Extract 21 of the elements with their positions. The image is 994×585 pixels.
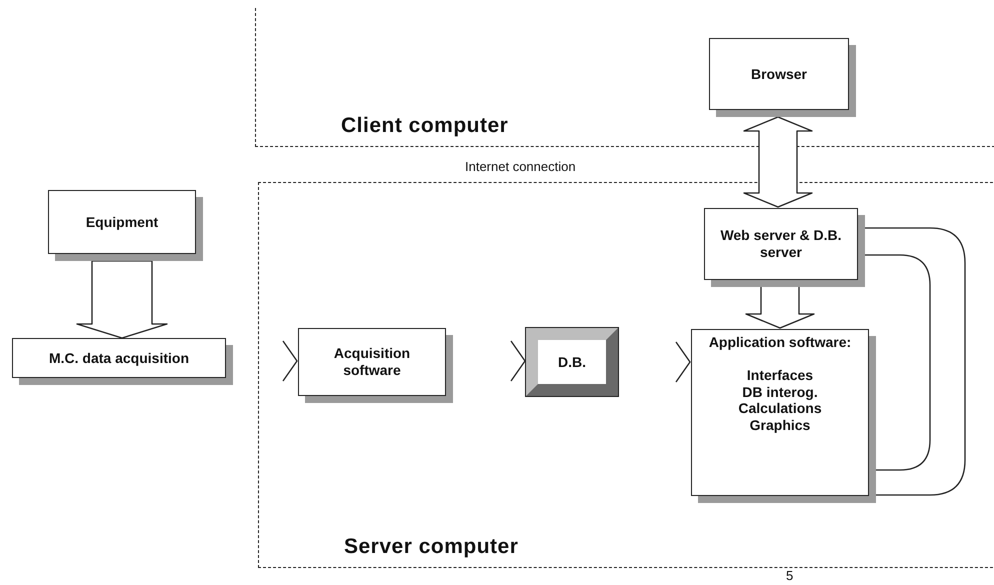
box-text: Calculations — [738, 400, 822, 418]
box-text: DB interog. — [742, 384, 818, 400]
box-text: Equipment — [86, 214, 158, 230]
hollow-arrow — [745, 285, 815, 329]
dashed-region — [255, 8, 994, 147]
box-text: D.B. — [558, 354, 586, 370]
region-title: Server computer — [344, 535, 518, 559]
box-text: Acquisition software — [332, 345, 412, 379]
box-text: Graphics — [750, 417, 810, 434]
box-text: Browser — [750, 66, 808, 82]
box-text: Web server & D.B. server — [719, 227, 843, 261]
box-text: M.C. data acquisition — [48, 350, 189, 366]
region-label: Internet connection — [465, 159, 576, 174]
page-number: 5 — [786, 568, 794, 583]
region-title: Client computer — [341, 114, 508, 138]
bevel-box — [526, 328, 618, 396]
dashed-region — [258, 182, 994, 568]
hollow-arrow — [743, 116, 813, 208]
box-text: Application software: — [708, 334, 852, 351]
hollow-arrow — [76, 260, 168, 339]
box-text: Interfaces — [746, 366, 814, 384]
